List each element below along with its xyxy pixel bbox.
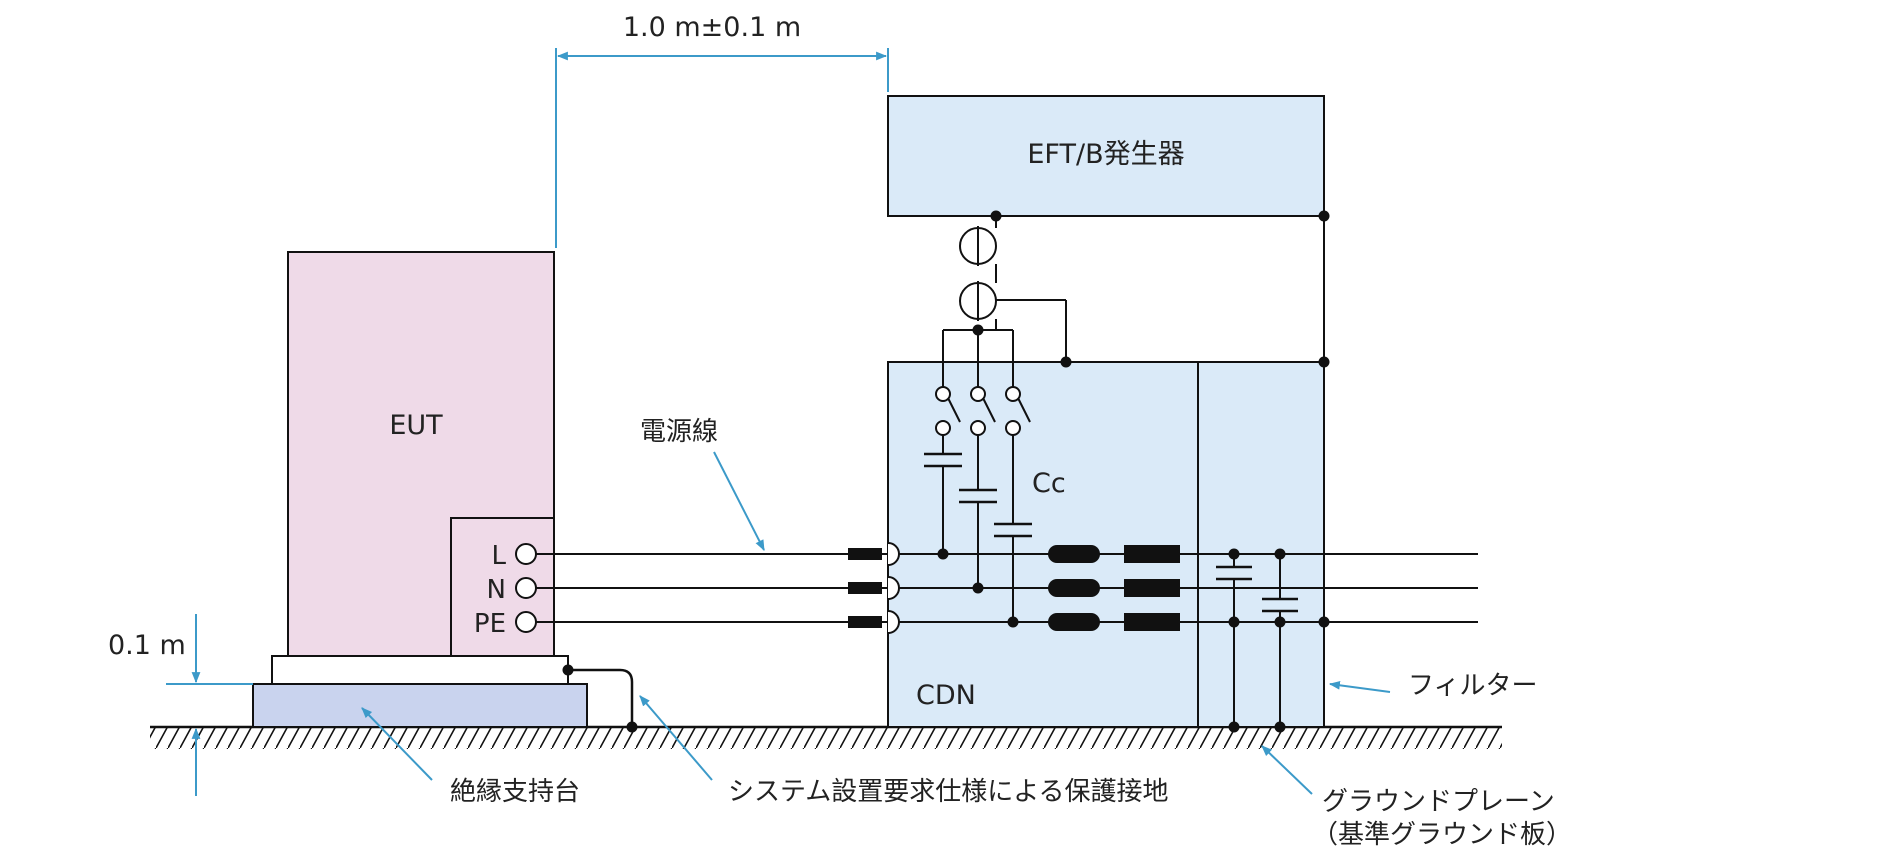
gen-node-cdn-right [1318, 356, 1330, 368]
pe-wire-node-top [562, 664, 574, 676]
generator-label: EFT/B発生器 [1027, 139, 1184, 170]
filter-capacitor-plates [1216, 565, 1298, 613]
eut-label: EUT [389, 410, 443, 441]
eut-base-plate [271, 655, 569, 685]
generator-wiring [943, 216, 1325, 362]
callout-ground-plane: グラウンドプレーン [1322, 787, 1555, 817]
eft-generator-block [887, 95, 1325, 217]
callout-protective-earth: システム設置要求仕様による保護接地 [728, 777, 1168, 807]
filter-nodes [1228, 548, 1330, 733]
pe-wire-node-ground [626, 721, 638, 733]
gen-node-top [990, 210, 1002, 222]
height-label: 0.1 m [108, 630, 186, 661]
distance-label: 1.0 m±0.1 m [623, 12, 801, 43]
line-junction-nodes [937, 548, 1019, 628]
generator-output-terminal-2 [959, 281, 997, 321]
callout-ground-plane-sub: （基準グラウンド板） [1312, 820, 1572, 850]
pin-terminal-pe [515, 611, 537, 633]
pin-label-l: L [492, 541, 507, 571]
callout-insulating-support: 絶縁支持台 [450, 777, 580, 807]
pin-terminal-l [515, 543, 537, 565]
gen-node-right-top [1318, 210, 1330, 222]
coupling-cap-leads [942, 466, 1014, 622]
cdn-label: CDN [916, 680, 976, 711]
insulating-support [252, 683, 588, 728]
eut-pins: L N PE [474, 541, 537, 639]
generator-output-terminal-1 [959, 226, 997, 266]
callout-arrows [361, 451, 1391, 795]
cdn-input-connectors [848, 542, 900, 634]
coupling-switches [935, 330, 1031, 524]
ground-plane [150, 725, 1502, 749]
pin-label-n: N [487, 575, 506, 605]
height-dimension [166, 614, 253, 796]
cdn-block [887, 361, 1325, 728]
callout-power-line: 電源線 [640, 417, 718, 447]
distance-dimension [555, 48, 889, 248]
decoupling-inductors [1048, 545, 1180, 631]
protective-earth-wire [568, 668, 634, 727]
pin-terminal-n [515, 577, 537, 599]
filter-capacitors [1233, 554, 1281, 727]
coupling-cap-label: Cc [1032, 468, 1066, 499]
gen-node-cdn-top [1060, 356, 1072, 368]
pin-label-pe: PE [474, 609, 506, 639]
callout-filter: フィルター [1408, 671, 1537, 701]
